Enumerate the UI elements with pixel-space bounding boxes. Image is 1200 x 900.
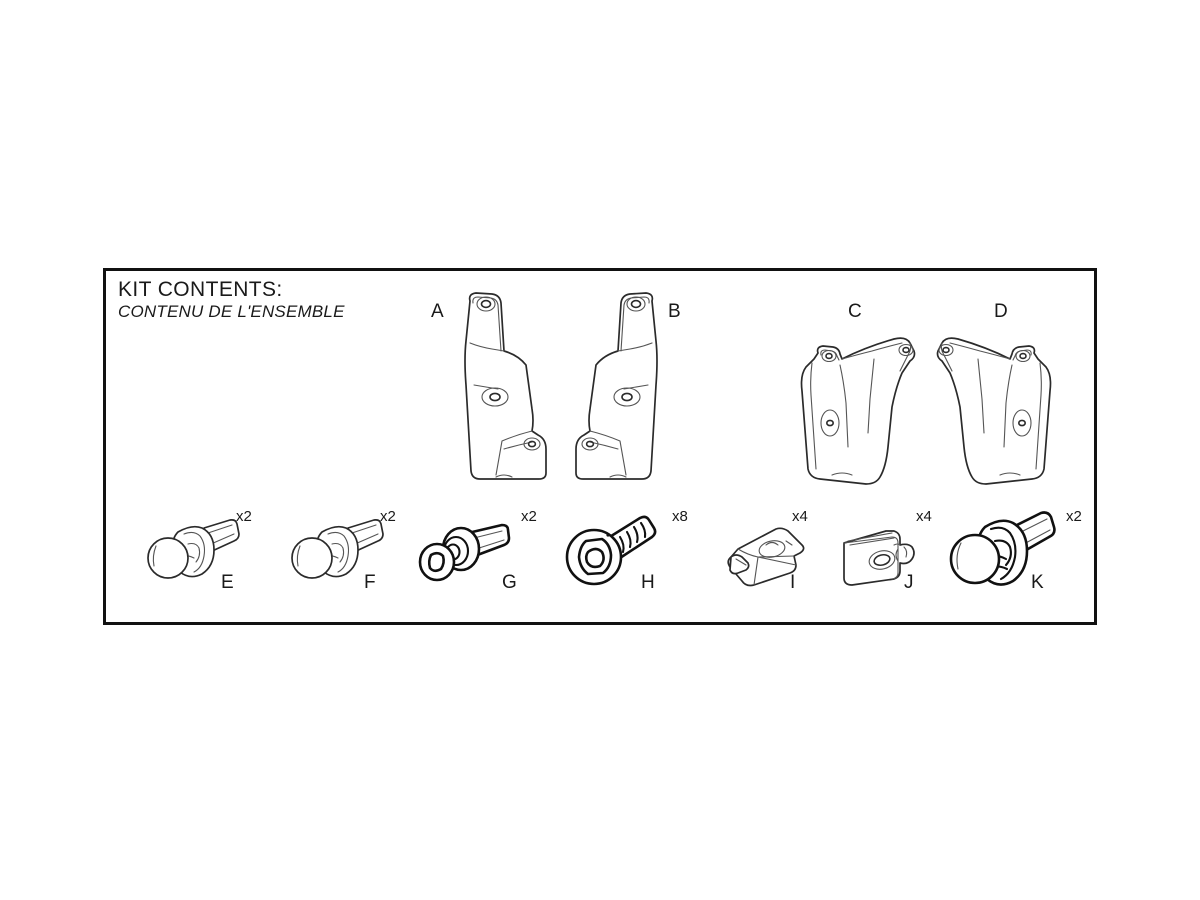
part-art-c bbox=[796, 329, 921, 489]
part-label-c: C bbox=[848, 301, 862, 322]
push-pin-clip-icon bbox=[147, 518, 240, 579]
push-pin-clip-icon bbox=[291, 518, 384, 579]
rear-mudflap-left-icon bbox=[800, 337, 916, 485]
qty-label-i: x4 bbox=[792, 508, 808, 525]
qty-label-g: x2 bbox=[521, 508, 537, 525]
part-art-e bbox=[144, 514, 244, 592]
kit-contents-panel: KIT CONTENTS: CONTENU DE L'ENSEMBLE A B bbox=[103, 268, 1097, 625]
qty-label-k: x2 bbox=[1066, 508, 1082, 525]
part-art-h bbox=[556, 514, 666, 592]
front-mudflap-left-icon bbox=[464, 292, 547, 480]
part-art-d bbox=[931, 329, 1056, 489]
page-title: KIT CONTENTS: bbox=[118, 278, 283, 301]
part-label-j: J bbox=[904, 572, 914, 593]
qty-label-h: x8 bbox=[672, 508, 688, 525]
part-label-i: I bbox=[790, 572, 796, 593]
part-label-g: G bbox=[502, 572, 517, 593]
part-label-d: D bbox=[994, 301, 1008, 322]
qty-label-e: x2 bbox=[236, 508, 252, 525]
spring-nut-clip-icon bbox=[727, 527, 805, 587]
washer-screw-icon bbox=[418, 523, 511, 582]
front-mudflap-right-icon bbox=[575, 292, 658, 480]
part-label-b: B bbox=[668, 301, 681, 322]
push-pin-rivet-icon bbox=[949, 511, 1056, 586]
nut-block-icon bbox=[843, 530, 915, 586]
part-label-h: H bbox=[641, 572, 655, 593]
part-art-g bbox=[416, 519, 516, 591]
rear-mudflap-right-icon bbox=[936, 337, 1052, 485]
part-art-f bbox=[288, 514, 388, 592]
hex-head-screw-icon bbox=[565, 515, 657, 586]
qty-label-f: x2 bbox=[380, 508, 396, 525]
title-block: KIT CONTENTS: CONTENU DE L'ENSEMBLE bbox=[118, 278, 345, 322]
part-art-i bbox=[718, 523, 810, 593]
part-art-k bbox=[949, 509, 1059, 594]
part-label-e: E bbox=[221, 572, 234, 593]
part-art-a bbox=[446, 289, 556, 489]
part-label-a: A bbox=[431, 301, 444, 322]
part-art-j bbox=[836, 523, 928, 593]
part-label-k: K bbox=[1031, 572, 1044, 593]
page-subtitle: CONTENU DE L'ENSEMBLE bbox=[118, 302, 345, 322]
part-label-f: F bbox=[364, 572, 376, 593]
qty-label-j: x4 bbox=[916, 508, 932, 525]
part-art-b bbox=[566, 289, 676, 489]
